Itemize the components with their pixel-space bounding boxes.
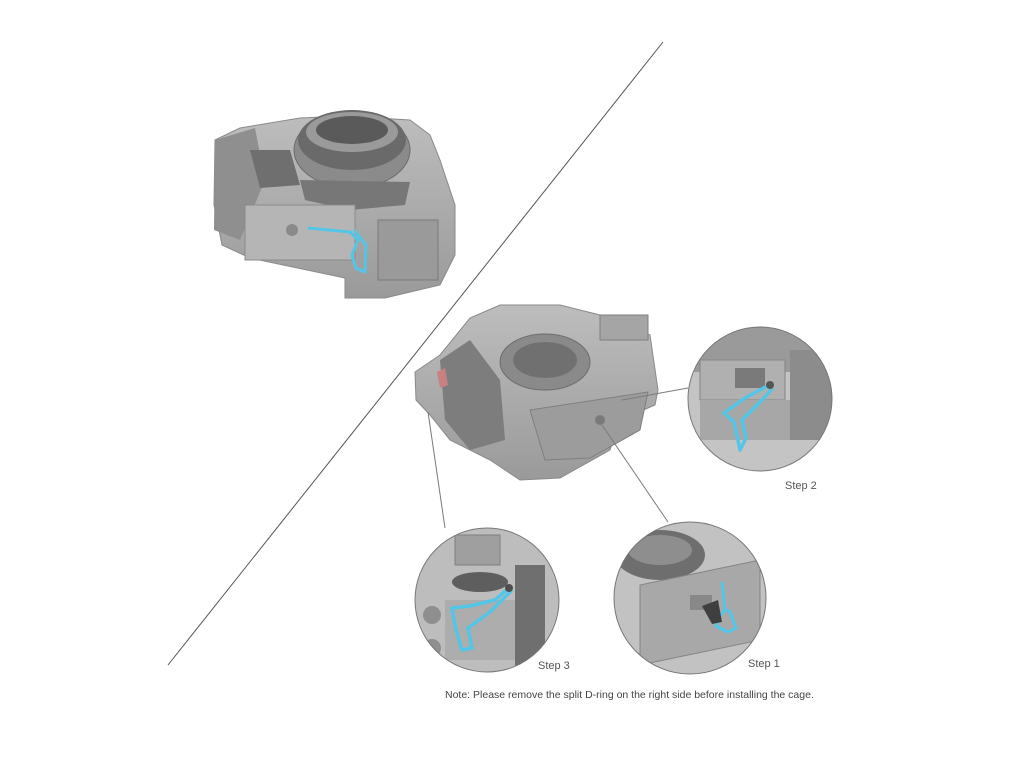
d-ring-tool-highlight-step2	[722, 382, 775, 452]
step3-detail-circle	[414, 527, 560, 673]
step1-detail-circle	[613, 521, 767, 675]
step3-label: Step 3	[538, 660, 570, 672]
d-ring-tool-highlight-top	[307, 226, 368, 274]
camera-with-cage-top	[213, 110, 456, 299]
divider-line	[167, 41, 664, 666]
camera-with-cage-main	[414, 304, 659, 481]
step2-detail-circle	[687, 326, 833, 472]
leader-line-step1	[601, 424, 669, 523]
d-ring-tool-icon	[702, 600, 722, 624]
leader-line-step2	[621, 387, 689, 401]
d-ring-tool-highlight-step1	[714, 581, 738, 634]
step1-label: Step 1	[748, 658, 780, 670]
installation-note: Note: Please remove the split D-ring on …	[445, 689, 814, 701]
leader-line-step3	[427, 411, 446, 529]
d-ring-tool-highlight-step3	[450, 585, 514, 652]
step2-label: Step 2	[785, 480, 817, 492]
